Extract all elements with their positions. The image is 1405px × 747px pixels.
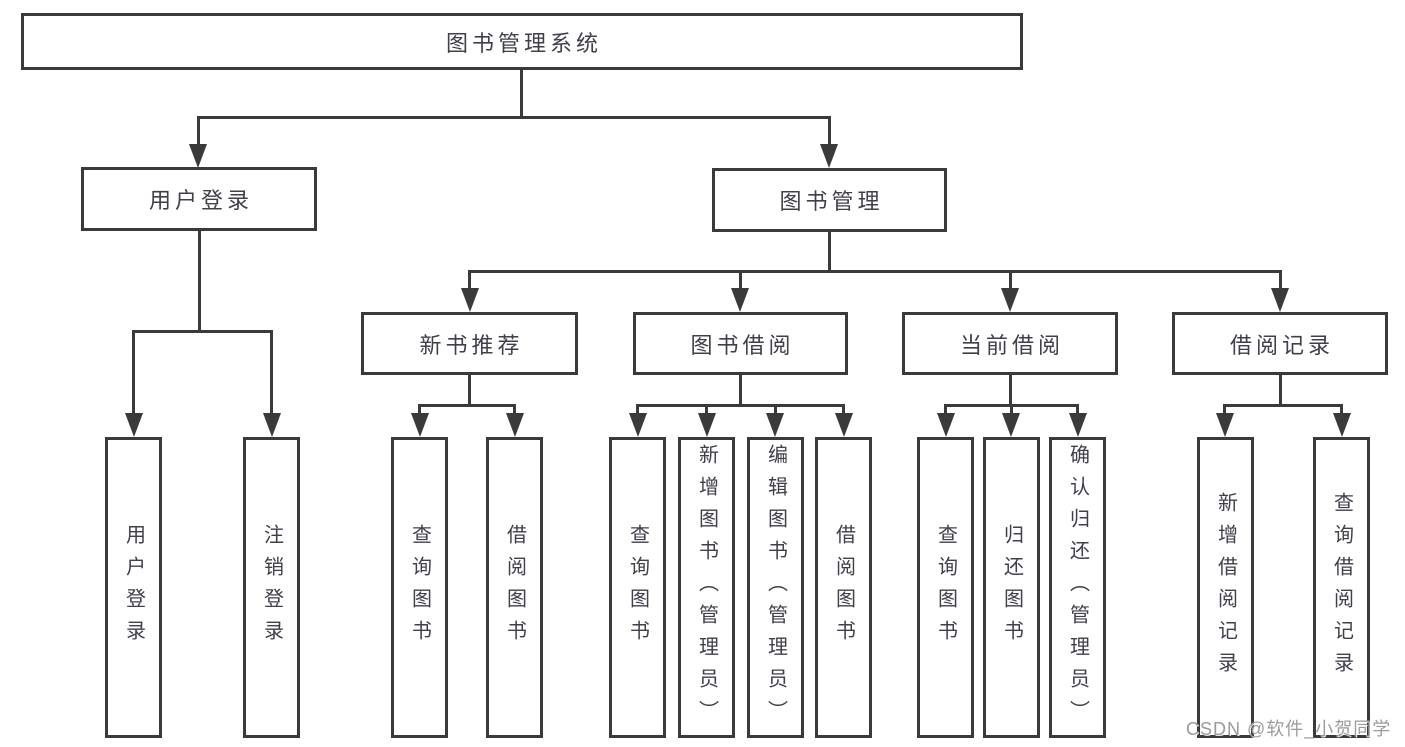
arrow-down-icon — [629, 413, 647, 437]
node-user-login: 用户登录 — [81, 167, 317, 231]
connector-current-borrow-stem — [1009, 374, 1012, 406]
arrow-down-icon — [731, 288, 749, 312]
node-new-book-recommend: 新书推荐 — [361, 312, 578, 375]
connector-leaf-drop — [842, 404, 845, 418]
leaf-return-books-label: 归还图书 — [1000, 523, 1023, 652]
leaf-confirm-return-admin: 确认归还（管理员） — [1049, 437, 1106, 738]
node-book-management: 图书管理 — [712, 168, 947, 232]
arrow-down-icon — [1271, 288, 1289, 312]
connector-book-mgmt-drop — [828, 116, 831, 148]
connector-leaf-drop — [636, 404, 639, 418]
connector-leaf-drop — [1010, 404, 1013, 418]
connector-user-login-drop — [197, 116, 200, 148]
leaf-query-books-current: 查询图书 — [917, 437, 974, 738]
arrow-down-icon — [189, 144, 207, 168]
connector-book-borrow-split — [636, 404, 845, 407]
connector-user-login-stem — [198, 231, 201, 332]
arrow-down-icon — [835, 413, 853, 437]
leaf-query-books-current-label: 查询图书 — [934, 523, 957, 652]
connector-new-book-split — [418, 404, 516, 407]
connector-leaf-drop — [270, 330, 273, 416]
node-book-management-system-label: 图书管理系统 — [445, 30, 602, 56]
arrow-down-icon — [263, 413, 281, 437]
node-borrowing-records: 借阅记录 — [1172, 312, 1388, 375]
leaf-user-login: 用户登录 — [105, 437, 162, 738]
connector-book-borrow-stem — [739, 374, 742, 406]
arrow-down-icon — [1002, 413, 1020, 437]
leaf-edit-book-admin: 编辑图书（管理员） — [747, 437, 804, 738]
connector-l3-drop — [739, 270, 742, 292]
leaf-add-borrow-record-label: 新增借阅记录 — [1214, 491, 1237, 684]
connector-leaf-drop — [513, 404, 516, 418]
connector-l3-drop — [1009, 270, 1012, 292]
connector-l3-drop — [1279, 270, 1282, 292]
connector-book-mgmt-split — [468, 270, 1282, 273]
leaf-add-book-admin-label: 新增图书（管理员） — [695, 443, 718, 732]
leaf-add-book-admin: 新增图书（管理员） — [678, 437, 735, 738]
leaf-query-books-recommend: 查询图书 — [391, 437, 448, 738]
connector-l3-drop — [468, 270, 471, 292]
leaf-edit-book-admin-label: 编辑图书（管理员） — [764, 443, 787, 732]
arrow-down-icon — [1069, 413, 1087, 437]
arrow-down-icon — [766, 413, 784, 437]
connector-root-split — [197, 116, 831, 119]
connector-leaf-drop — [1340, 404, 1343, 418]
node-current-borrowing: 当前借阅 — [902, 312, 1118, 375]
arrow-down-icon — [461, 288, 479, 312]
node-current-borrowing-label: 当前借阅 — [959, 332, 1064, 358]
node-book-management-label: 图书管理 — [779, 189, 884, 214]
connector-new-book-stem — [468, 374, 471, 406]
leaf-query-books-borrowing-label: 查询图书 — [626, 523, 649, 652]
node-book-borrowing-label: 图书借阅 — [690, 332, 795, 358]
arrow-down-icon — [698, 413, 716, 437]
leaf-add-borrow-record: 新增借阅记录 — [1197, 437, 1254, 738]
arrow-down-icon — [1216, 413, 1234, 437]
leaf-query-borrow-record: 查询借阅记录 — [1313, 437, 1370, 738]
leaf-return-books: 归还图书 — [983, 437, 1040, 738]
connector-user-login-split — [132, 330, 273, 333]
connector-leaf-drop — [705, 404, 708, 418]
leaf-borrow-books-borrowing: 借阅图书 — [815, 437, 872, 738]
connector-leaf-drop — [418, 404, 421, 418]
leaf-borrow-books-borrowing-label: 借阅图书 — [832, 523, 855, 652]
leaf-user-login-label: 用户登录 — [122, 523, 145, 652]
leaf-logout: 注销登录 — [243, 437, 300, 738]
arrow-down-icon — [1333, 413, 1351, 437]
watermark: CSDN @软件_小贺同学 — [1186, 719, 1392, 739]
connector-leaf-drop — [1076, 404, 1079, 418]
arrow-down-icon — [820, 144, 838, 168]
leaf-query-books-recommend-label: 查询图书 — [408, 523, 431, 652]
leaf-borrow-books-recommend: 借阅图书 — [486, 437, 543, 738]
arrow-down-icon — [125, 413, 143, 437]
node-book-borrowing: 图书借阅 — [633, 312, 848, 375]
arrow-down-icon — [411, 413, 429, 437]
connector-leaf-drop — [132, 330, 135, 416]
leaf-query-books-borrowing: 查询图书 — [609, 437, 666, 738]
connector-leaf-drop — [944, 404, 947, 418]
connector-borrow-record-split — [1223, 404, 1343, 407]
connector-leaf-drop — [774, 404, 777, 418]
connector-book-mgmt-stem — [828, 232, 831, 273]
leaf-query-borrow-record-label: 查询借阅记录 — [1330, 491, 1353, 684]
node-user-login-label: 用户登录 — [148, 188, 253, 213]
leaf-confirm-return-admin-label: 确认归还（管理员） — [1066, 443, 1089, 732]
node-borrowing-records-label: 借阅记录 — [1229, 332, 1334, 358]
connector-root-stem — [520, 70, 523, 118]
leaf-borrow-books-recommend-label: 借阅图书 — [503, 523, 526, 652]
leaf-logout-label: 注销登录 — [260, 523, 283, 652]
arrow-down-icon — [506, 413, 524, 437]
connector-leaf-drop — [1223, 404, 1226, 418]
node-book-management-system: 图书管理系统 — [21, 13, 1023, 70]
connector-borrow-record-stem — [1279, 374, 1282, 406]
arrow-down-icon — [937, 413, 955, 437]
arrow-down-icon — [1001, 288, 1019, 312]
node-new-book-recommend-label: 新书推荐 — [419, 332, 524, 358]
